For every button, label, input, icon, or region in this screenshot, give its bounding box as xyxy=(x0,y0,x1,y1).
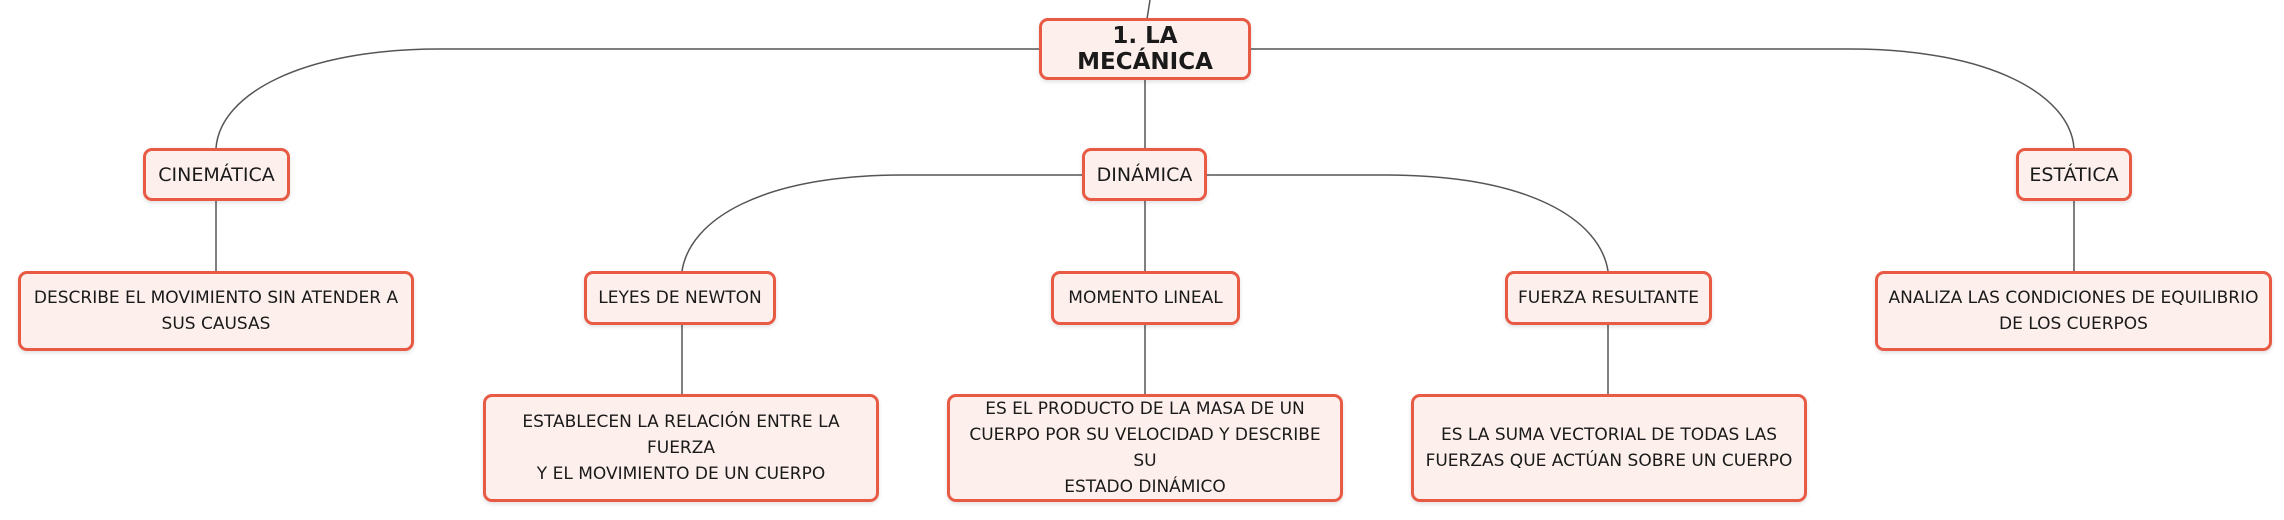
connector-root-estatica xyxy=(1250,48,2075,149)
node-label: MOMENTO LINEAL xyxy=(1068,288,1223,308)
desc-fuerza-resultante[interactable]: ES LA SUMA VECTORIAL DE TODAS LAS FUERZA… xyxy=(1411,394,1807,502)
connector-dinamica-fuerza xyxy=(1207,174,1609,272)
node-label: ESTÁTICA xyxy=(2029,163,2119,186)
node-leyes-de-newton[interactable]: LEYES DE NEWTON xyxy=(584,271,776,325)
desc-leyes-de-newton[interactable]: ESTABLECEN LA RELACIÓN ENTRE LA FUERZA Y… xyxy=(483,394,879,502)
node-label: DINÁMICA xyxy=(1096,163,1193,186)
desc-cinematica[interactable]: DESCRIBE EL MOVIMIENTO SIN ATENDER A SUS… xyxy=(18,271,414,351)
node-momento-lineal[interactable]: MOMENTO LINEAL xyxy=(1051,271,1240,325)
connector-parent-root xyxy=(1146,0,1151,20)
node-estatica[interactable]: ESTÁTICA xyxy=(2016,148,2132,201)
node-dinamica[interactable]: DINÁMICA xyxy=(1082,148,1207,201)
desc-estatica[interactable]: ANALIZA LAS CONDICIONES DE EQUILIBRIO DE… xyxy=(1875,271,2272,351)
connector-dinamica-leyes xyxy=(681,174,1082,272)
description-text: ES EL PRODUCTO DE LA MASA DE UN CUERPO P… xyxy=(969,399,1321,497)
desc-momento-lineal[interactable]: ES EL PRODUCTO DE LA MASA DE UN CUERPO P… xyxy=(947,394,1343,502)
node-fuerza-resultante[interactable]: FUERZA RESULTANTE xyxy=(1505,271,1712,325)
node-cinematica[interactable]: CINEMÁTICA xyxy=(143,148,290,201)
description-text: ESTABLECEN LA RELACIÓN ENTRE LA FUERZA Y… xyxy=(522,412,840,484)
description-text: DESCRIBE EL MOVIMIENTO SIN ATENDER A SUS… xyxy=(33,288,399,334)
node-label: FUERZA RESULTANTE xyxy=(1518,288,1699,308)
node-label: LEYES DE NEWTON xyxy=(598,288,762,308)
node-label: 1. LA MECÁNICA xyxy=(1077,23,1213,75)
description-text: ANALIZA LAS CONDICIONES DE EQUILIBRIO DE… xyxy=(1888,288,2259,334)
node-la-mecanica[interactable]: 1. LA MECÁNICA xyxy=(1039,18,1251,80)
description-text: ES LA SUMA VECTORIAL DE TODAS LAS FUERZA… xyxy=(1425,425,1793,471)
node-label: CINEMÁTICA xyxy=(158,163,275,186)
connector-root-cinematica xyxy=(215,48,1041,149)
